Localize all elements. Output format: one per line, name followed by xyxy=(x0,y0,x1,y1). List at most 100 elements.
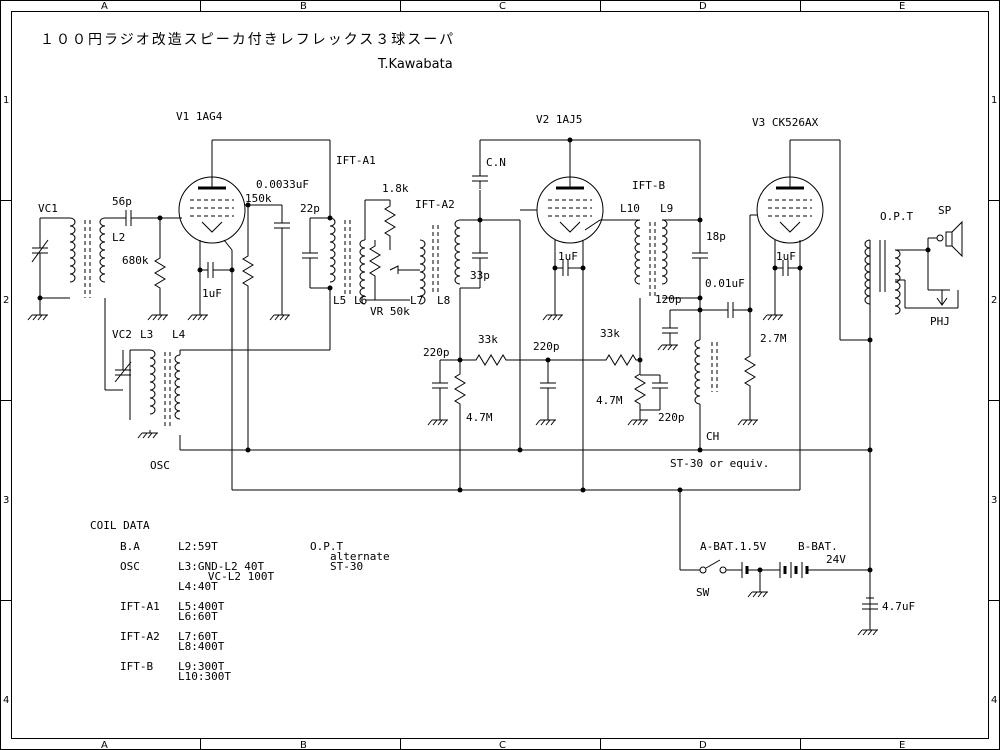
coil-data-row-line: L7:60T xyxy=(178,630,218,643)
grid-row-1-left: 1 xyxy=(3,95,9,106)
coil-data-row-line: L9:300T xyxy=(178,660,225,673)
sp-label: SP xyxy=(938,204,952,217)
l9-label: L9 xyxy=(660,202,673,215)
grid-col-b-top: B xyxy=(300,1,307,12)
r-33k-2-label: 33k xyxy=(600,327,620,340)
l5-label: L5 xyxy=(333,294,346,307)
cn-label: C.N xyxy=(486,156,506,169)
grid-row-2-left: 2 xyxy=(3,295,9,306)
schematic-title: １００円ラジオ改造スピーカ付きレフレックス３球スーパ xyxy=(40,32,455,48)
c-120p-label: 120p xyxy=(655,293,682,306)
coil-data-row-line: L2:59T xyxy=(178,540,218,553)
b-battery xyxy=(779,562,870,578)
grid-row-2-right: 2 xyxy=(991,295,997,306)
c-220p-3-label: 220p xyxy=(658,411,685,424)
grid-col-c-top: C xyxy=(499,1,506,12)
l10-label: L10 xyxy=(620,202,640,215)
l7-label: L7 xyxy=(410,294,423,307)
c-1uf-v2-label: 1uF xyxy=(558,250,578,263)
coil-data-row-line: VC-L2 100T xyxy=(188,570,274,583)
st30-label: ST-30 or equiv. xyxy=(670,457,769,470)
v2-tube xyxy=(520,140,605,321)
b-bat-voltage: 24V xyxy=(826,553,846,566)
c-56p-label: 56p xyxy=(112,195,132,208)
coil-data-row-name: OSC xyxy=(120,560,140,573)
b-bat-label: B-BAT. xyxy=(798,540,838,553)
sw-label: SW xyxy=(696,586,710,599)
coil-data-row-name: B.A xyxy=(120,540,140,553)
c-220p-2-label: 220p xyxy=(533,340,560,353)
grid-row-3-right: 3 xyxy=(991,495,997,506)
coil-data-row-name: IFT-A2 xyxy=(120,630,160,643)
coil-data-table: COIL DATA B.A L2:59T OSC L3:GND-L2 40T V… xyxy=(90,519,390,683)
output-transformer xyxy=(864,239,928,610)
coil-data-row-line: L5:400T xyxy=(178,600,225,613)
grid-col-e-top: E xyxy=(899,1,905,12)
l4-label: L4 xyxy=(172,328,186,341)
c-1uf-v3-label: 1uF xyxy=(776,250,796,263)
ift-a1-transformer xyxy=(301,140,366,350)
grid-row-1-right: 1 xyxy=(991,95,997,106)
phj-label: PHJ xyxy=(930,315,950,328)
grid-col-e-bottom: E xyxy=(899,740,905,750)
opt-note-line: O.P.T xyxy=(310,540,343,553)
grid-col-d-top: D xyxy=(699,1,707,12)
c-18p-label: 18p xyxy=(706,230,726,243)
opt-label: O.P.T xyxy=(880,210,913,223)
grid-row-4-left: 4 xyxy=(3,695,9,706)
grid-col-a-bottom: A xyxy=(101,740,108,750)
coil-data-row-name: IFT-B xyxy=(120,660,153,673)
l3-label: L3 xyxy=(140,328,153,341)
vc2-variable-capacitor xyxy=(114,350,132,383)
grid-row-3-left: 3 xyxy=(3,495,9,506)
r-4-7m-1-label: 4.7M xyxy=(466,411,493,424)
ift-b-transformer xyxy=(600,140,709,340)
c-4-7uf-electrolytic xyxy=(857,594,879,636)
c-001uf-label: 0.01uF xyxy=(705,277,745,290)
a-battery xyxy=(726,562,780,578)
coil-data-heading: COIL DATA xyxy=(90,519,150,532)
r-33k-1-label: 33k xyxy=(478,333,498,346)
grid-col-a-top: A xyxy=(101,1,108,12)
coil-data-row-line: L4:40T xyxy=(178,580,218,593)
author-name: T.Kawabata xyxy=(377,57,453,72)
ift-b-label: IFT-B xyxy=(632,179,665,192)
ift-a2-transformer xyxy=(419,219,489,305)
grid-col-c-bottom: C xyxy=(499,740,506,750)
c-4-7uf-label: 4.7uF xyxy=(882,600,915,613)
coil-data-row-line: L3:GND-L2 40T xyxy=(178,560,264,573)
bar-antenna-coil xyxy=(40,217,106,299)
l2-label: L2 xyxy=(112,231,125,244)
osc-coil xyxy=(129,349,181,439)
c-1uf-v1-label: 1uF xyxy=(202,287,222,300)
c-0033uf-label: 0.0033uF xyxy=(256,178,309,191)
r-4-7m-2-label: 4.7M xyxy=(596,394,623,407)
v2-tube-label: V2 1AJ5 xyxy=(536,113,582,126)
vc1-label: VC1 xyxy=(38,202,58,215)
osc-label: OSC xyxy=(150,459,170,472)
vc1-variable-capacitor xyxy=(27,218,49,321)
v1-tube-label: V1 1AG4 xyxy=(176,110,223,123)
coil-data-row-name: IFT-A1 xyxy=(120,600,160,613)
r-2-7m-label: 2.7M xyxy=(760,332,787,345)
vr-label: VR 50k xyxy=(370,305,410,318)
v3-tube xyxy=(749,139,870,490)
r-150k-label: 150k xyxy=(245,192,272,205)
l6-label: L6 xyxy=(354,294,367,307)
opt-note-line: ST-30 xyxy=(330,560,363,573)
a-bat-label: A-BAT.1.5V xyxy=(700,540,767,553)
ift-a2-label: IFT-A2 xyxy=(415,198,455,211)
coil-data-row-line: L10:300T xyxy=(178,670,231,683)
vc2-label: VC2 xyxy=(112,328,132,341)
l8-label: L8 xyxy=(437,294,450,307)
c-22p-label: 22p xyxy=(300,202,320,215)
coil-data-row-line: L8:400T xyxy=(178,640,225,653)
coil-data-row-line: L6:60T xyxy=(178,610,218,623)
opt-note-line: alternate xyxy=(330,550,390,563)
r-680k-label: 680k xyxy=(122,254,149,267)
ift-a1-label: IFT-A1 xyxy=(336,154,376,167)
speaker-icon xyxy=(927,220,963,258)
ch-label: CH xyxy=(706,430,719,443)
choke-coil xyxy=(694,339,718,450)
